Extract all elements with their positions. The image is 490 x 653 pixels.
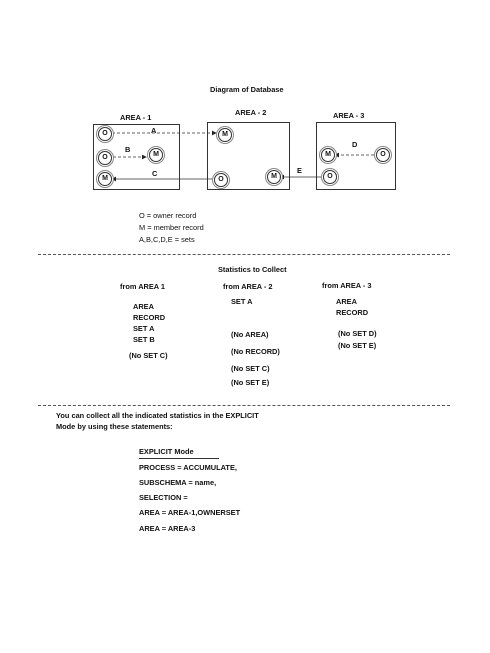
diagram-title: Diagram of Database: [210, 85, 284, 94]
explicit-intro-1: You can collect all the indicated statis…: [56, 411, 259, 420]
area-1-box: [93, 124, 180, 190]
area1-member-c: M: [98, 172, 112, 186]
statement: SELECTION =: [139, 493, 188, 502]
col1-item: AREA: [133, 302, 154, 311]
area1-member-b: M: [149, 148, 163, 162]
col3-item: AREA: [336, 297, 357, 306]
col2-extra: (No RECORD): [231, 347, 280, 356]
col1-heading: from AREA 1: [120, 282, 166, 291]
explicit-intro-2: Mode by using these statements:: [56, 422, 173, 431]
divider-1: [38, 254, 450, 255]
set-a-label: A: [151, 126, 157, 135]
set-b-label: B: [125, 145, 131, 154]
col2-extra: (No SET E): [231, 378, 270, 387]
explicit-heading: EXPLICIT Mode: [139, 447, 194, 456]
col1-item: SET A: [133, 324, 155, 333]
area-2-box: [207, 122, 290, 190]
statement: SUBSCHEMA = name,: [139, 478, 217, 487]
area2-owner-c: O: [214, 173, 228, 187]
area3-owner-e: O: [323, 170, 337, 184]
statement: AREA = AREA-3: [139, 524, 196, 533]
col3-extra: (No SET D): [338, 329, 377, 338]
legend-sets: A,B,C,D,E = sets: [139, 235, 195, 244]
col2-item: SET A: [231, 297, 253, 306]
area-3-label: AREA - 3: [333, 111, 365, 120]
area2-member-e: M: [267, 170, 281, 184]
col1-item: RECORD: [133, 313, 166, 322]
col2-extra: (No SET C): [231, 364, 270, 373]
set-c-label: C: [152, 169, 158, 178]
col2-extra: (No AREA): [231, 330, 269, 339]
col1-item: SET B: [133, 335, 155, 344]
area-1-label: AREA - 1: [120, 113, 152, 122]
col3-item: RECORD: [336, 308, 369, 317]
col3-heading: from AREA - 3: [322, 281, 372, 290]
set-e-label: E: [297, 166, 302, 175]
area-3-box: [316, 122, 396, 190]
area3-member-d: M: [321, 148, 335, 162]
col2-heading: from AREA - 2: [223, 282, 273, 291]
statistics-title: Statistics to Collect: [218, 265, 287, 274]
statement: AREA = AREA-1,OWNERSET: [139, 508, 241, 517]
area1-owner-a: O: [98, 127, 112, 141]
col3-extra: (No SET E): [338, 341, 377, 350]
legend-member: M = member record: [139, 223, 204, 232]
col1-extra: (No SET C): [129, 351, 168, 360]
set-d-label: D: [352, 140, 358, 149]
explicit-heading-underline: [139, 458, 219, 459]
legend-owner: O = owner record: [139, 211, 197, 220]
area-2-label: AREA - 2: [235, 108, 267, 117]
divider-2: [38, 405, 450, 406]
area3-owner-d: O: [376, 148, 390, 162]
area2-member-a: M: [218, 128, 232, 142]
area1-owner-b: O: [98, 151, 112, 165]
statement: PROCESS = ACCUMULATE,: [139, 463, 237, 472]
